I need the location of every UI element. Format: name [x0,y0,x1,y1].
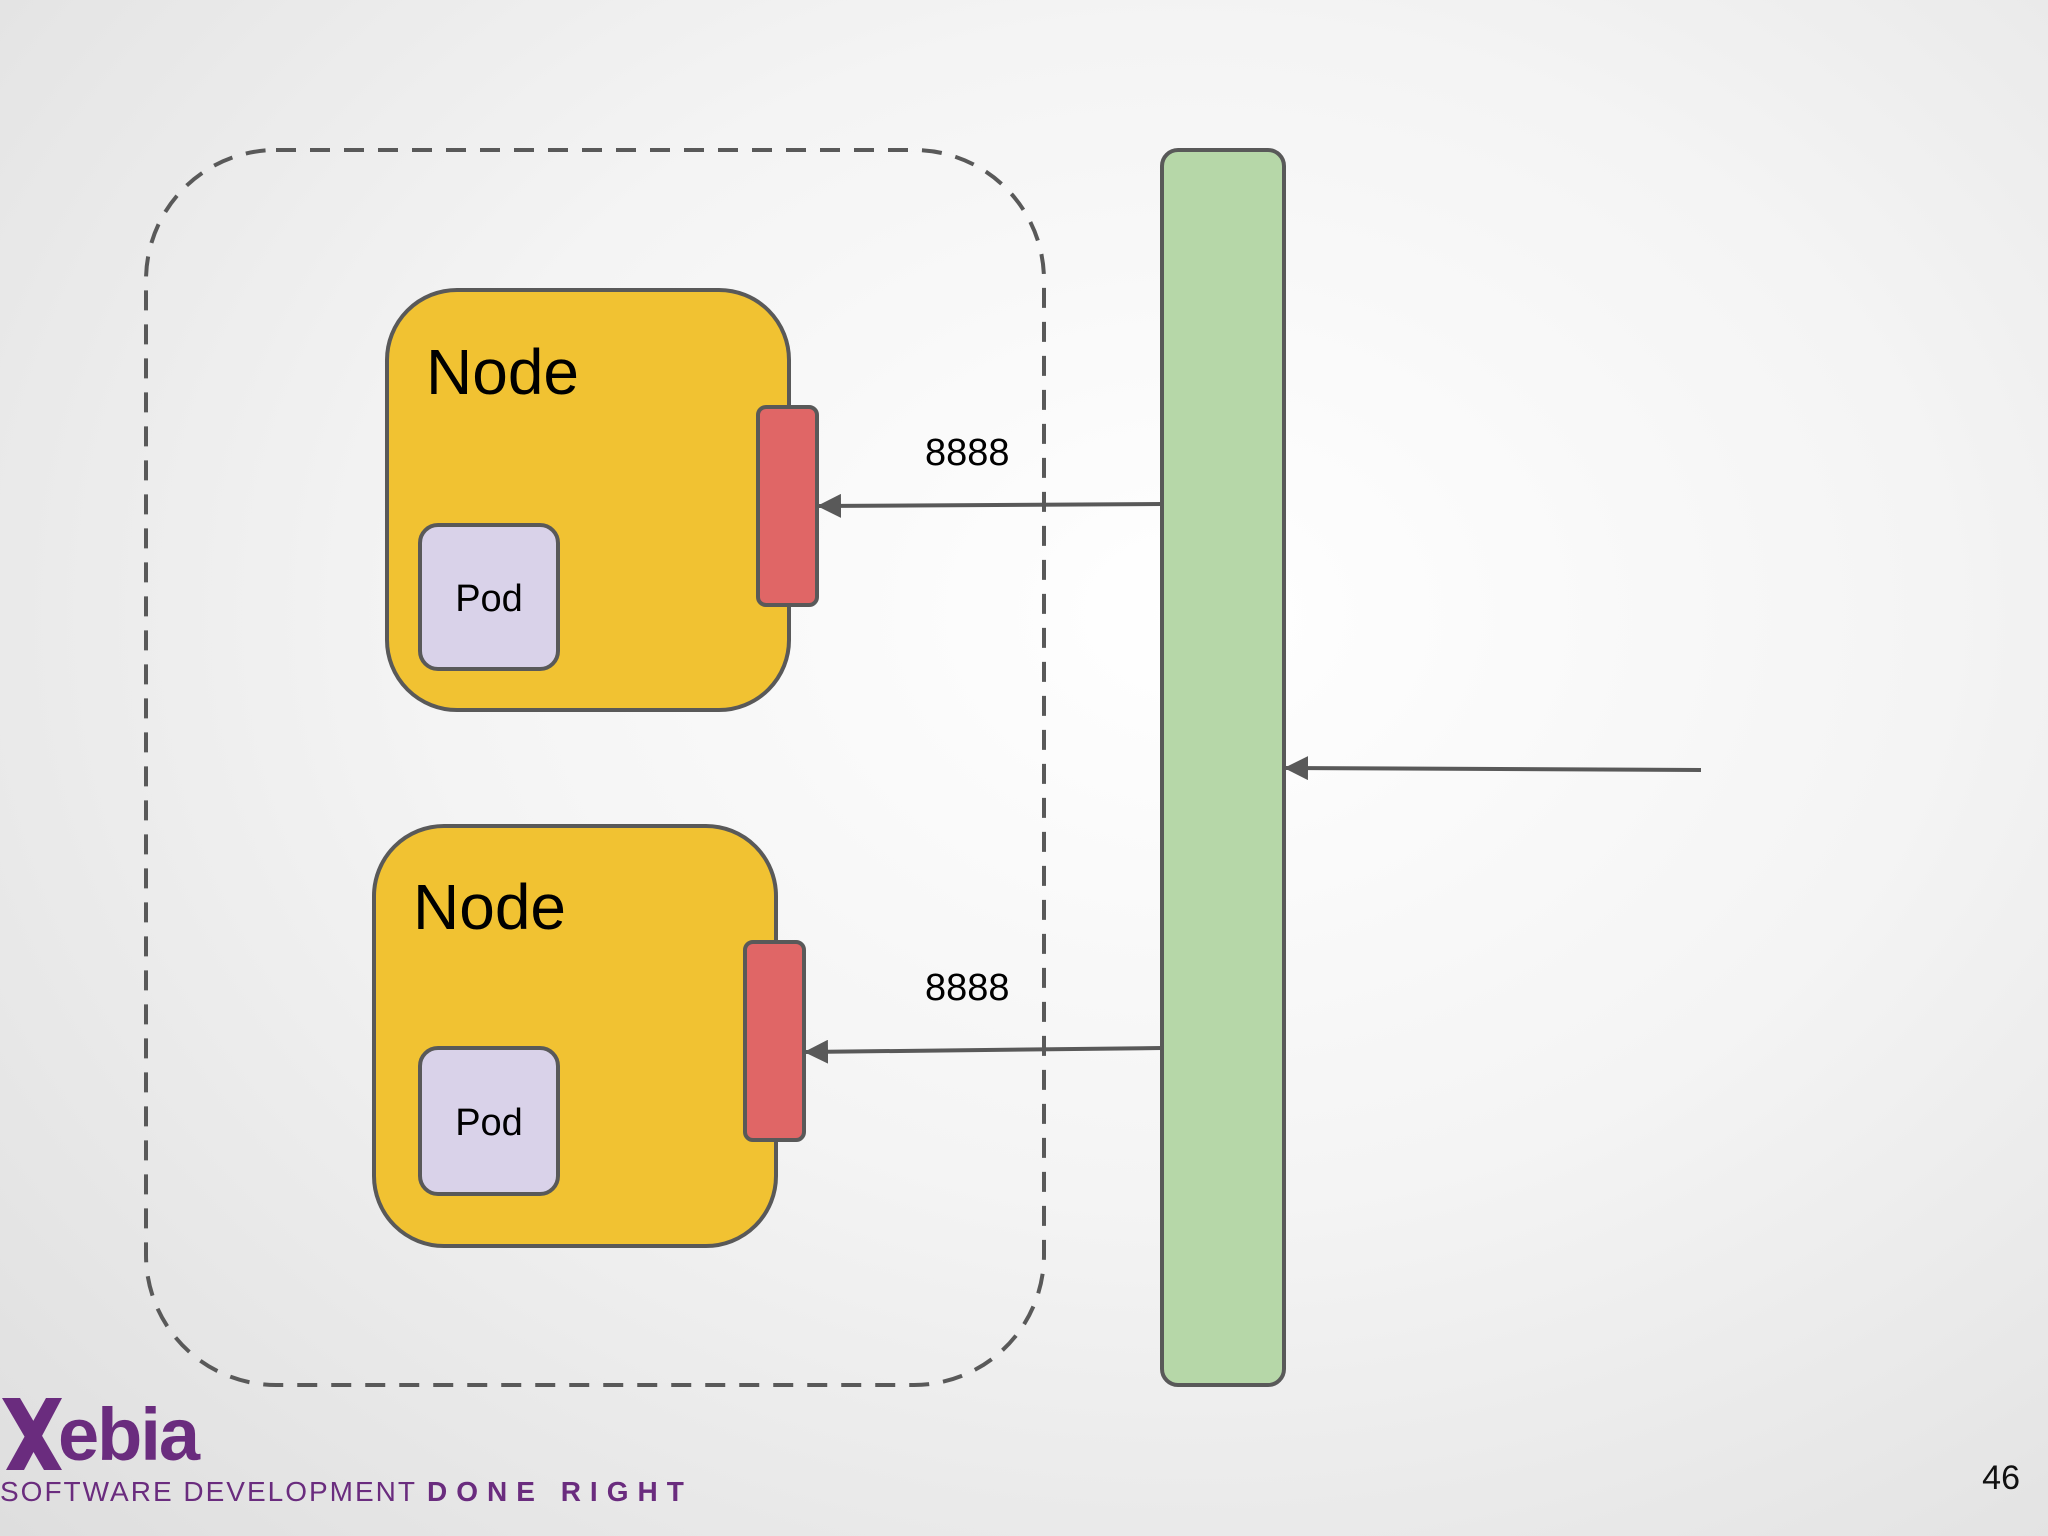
node-port [743,940,806,1142]
xebia-x-mark [2,1398,62,1470]
node-port [756,405,819,607]
pod-box [418,1046,560,1196]
pod-box [418,523,560,671]
node-2: Node Pod 8888 [372,824,1010,1248]
arrow-lb-to-node-1 [817,493,1163,518]
arrow-lb-to-node-2 [804,1039,1163,1064]
node-1: Node Pod 8888 [385,288,1010,712]
node-title: Node [426,336,579,408]
cluster-boundary [144,148,1046,1387]
load-balancer [1160,148,1286,1387]
port-label: 8888 [925,967,1010,1009]
logo-tagline: SOFTWARE DEVELOPMENT DONE RIGHT [0,1476,693,1508]
tagline-light: SOFTWARE DEVELOPMENT [0,1476,418,1507]
arrow-incoming-traffic [1284,756,1702,781]
pod-label: Pod [455,1102,523,1144]
logo-word: ebia [58,1393,200,1476]
port-label: 8888 [925,432,1010,474]
slide-number: 46 [1982,1459,2020,1497]
node-title: Node [413,871,566,943]
tagline-bold: DONE RIGHT [427,1476,693,1507]
xebia-logo: ebia SOFTWARE DEVELOPMENT DONE RIGHT [0,1390,740,1530]
logo-wordmark: ebia [0,1390,200,1476]
pod-label: Pod [455,578,523,620]
